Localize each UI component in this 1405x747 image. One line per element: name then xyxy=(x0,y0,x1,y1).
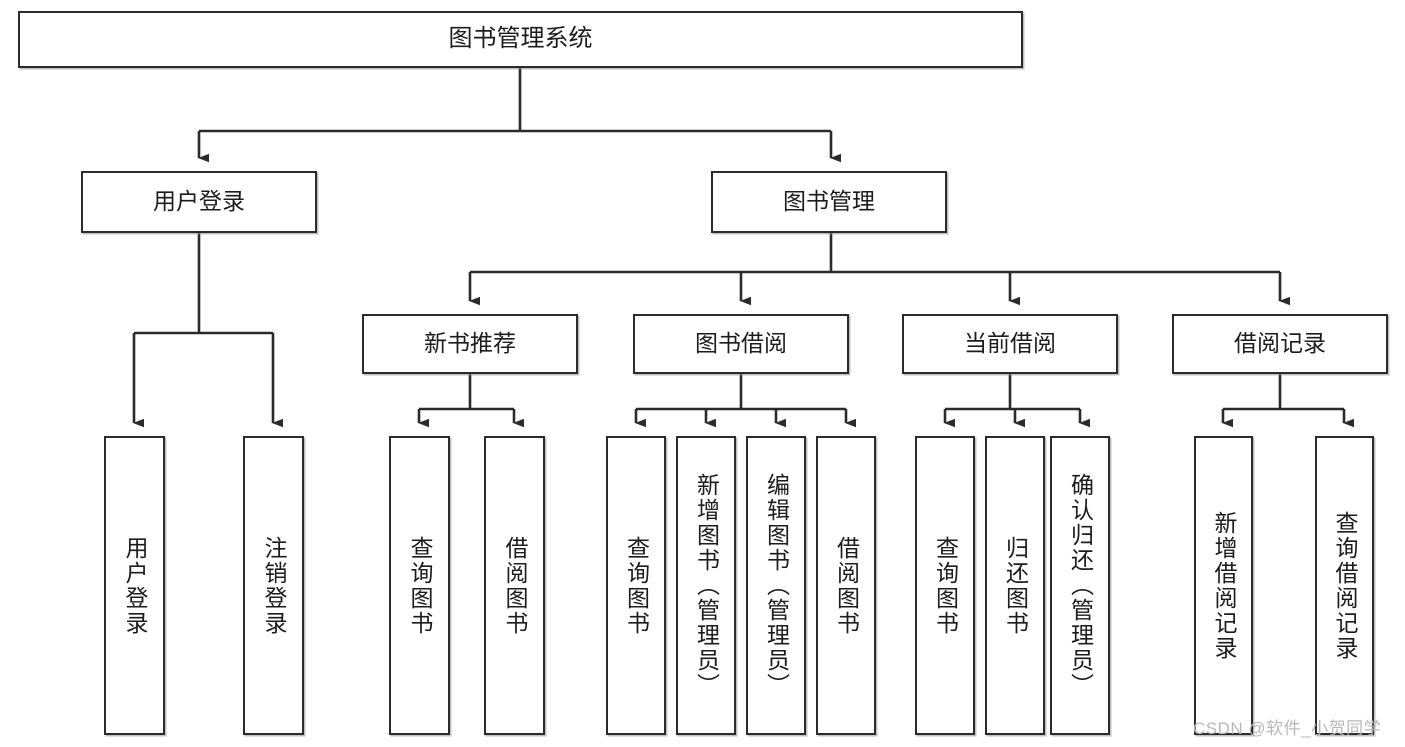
node-root[interactable]: 图书管理系统 xyxy=(18,11,1023,68)
node-book-management[interactable]: 图书管理 xyxy=(711,171,947,233)
node-book-management-label: 图书管理 xyxy=(783,188,875,215)
leaf-record-add-label: 新增借阅记录 xyxy=(1211,510,1237,661)
leaf-borrow-lend-book[interactable]: 借阅图书 xyxy=(816,436,876,735)
node-new-book-recommend-label: 新书推荐 xyxy=(424,330,516,357)
node-new-book-recommend[interactable]: 新书推荐 xyxy=(362,314,578,374)
node-book-borrow[interactable]: 图书借阅 xyxy=(633,314,849,374)
leaf-borrow-edit-book-admin-label: 编辑图书（管理员） xyxy=(763,473,790,698)
leaf-logout-label: 注销登录 xyxy=(261,535,287,636)
node-user-login[interactable]: 用户登录 xyxy=(81,171,317,233)
node-borrow-record-label: 借阅记录 xyxy=(1234,330,1326,357)
leaf-current-confirm-return-admin[interactable]: 确认归还（管理员） xyxy=(1050,436,1110,735)
leaf-logout[interactable]: 注销登录 xyxy=(243,436,304,735)
leaf-borrow-query-book-label: 查询图书 xyxy=(623,535,650,636)
leaf-current-query-book[interactable]: 查询图书 xyxy=(915,436,975,735)
node-current-borrow-label: 当前借阅 xyxy=(964,330,1056,357)
leaf-borrow-lend-book-label: 借阅图书 xyxy=(833,535,860,636)
leaf-newbook-query-book-label: 查询图书 xyxy=(407,535,433,636)
node-root-label: 图书管理系统 xyxy=(448,25,593,53)
node-current-borrow[interactable]: 当前借阅 xyxy=(902,314,1118,374)
leaf-record-add[interactable]: 新增借阅记录 xyxy=(1194,436,1253,735)
watermark-csdn: CSDN @软件_小贺同学 xyxy=(1193,719,1382,738)
leaf-borrow-add-book-admin[interactable]: 新增图书（管理员） xyxy=(676,436,736,735)
leaf-borrow-add-book-admin-label: 新增图书（管理员） xyxy=(693,473,720,698)
leaf-user-login[interactable]: 用户登录 xyxy=(104,436,165,735)
leaf-newbook-borrow-book-label: 借阅图书 xyxy=(502,535,528,636)
leaf-record-query-label: 查询借阅记录 xyxy=(1332,510,1358,661)
node-borrow-record[interactable]: 借阅记录 xyxy=(1172,314,1388,374)
leaf-current-return-book-label: 归还图书 xyxy=(1002,535,1029,636)
leaf-borrow-query-book[interactable]: 查询图书 xyxy=(606,436,666,735)
leaf-current-return-book[interactable]: 归还图书 xyxy=(985,436,1045,735)
leaf-current-query-book-label: 查询图书 xyxy=(932,535,959,636)
leaf-record-query[interactable]: 查询借阅记录 xyxy=(1315,436,1374,735)
leaf-newbook-query-book[interactable]: 查询图书 xyxy=(389,436,450,735)
leaf-borrow-edit-book-admin[interactable]: 编辑图书（管理员） xyxy=(746,436,806,735)
leaf-current-confirm-return-admin-label: 确认归还（管理员） xyxy=(1067,473,1094,698)
node-user-login-label: 用户登录 xyxy=(153,188,245,215)
leaf-newbook-borrow-book[interactable]: 借阅图书 xyxy=(484,436,545,735)
node-book-borrow-label: 图书借阅 xyxy=(695,330,787,357)
leaf-user-login-label: 用户登录 xyxy=(122,535,148,636)
